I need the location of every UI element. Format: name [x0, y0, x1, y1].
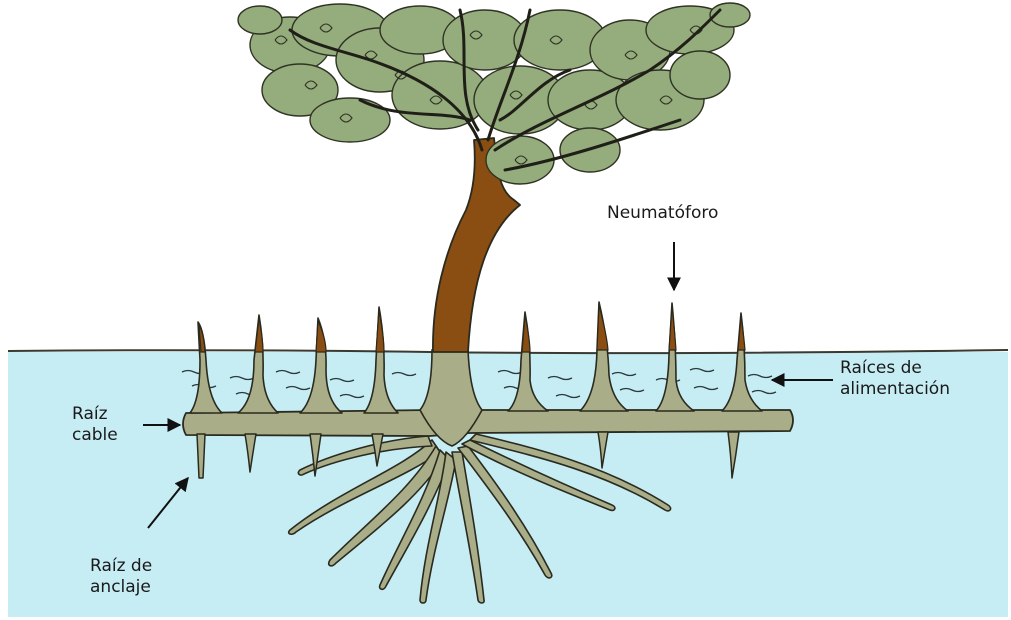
tree-canopy	[238, 3, 750, 184]
label-anchor-root-line2: anclaje	[90, 577, 152, 598]
label-pneumatophore: Neumatóforo	[607, 203, 718, 224]
label-pneumatophore-text: Neumatóforo	[607, 203, 718, 223]
label-feeding-roots-line1: Raíces de	[840, 358, 950, 379]
label-feeding-roots: Raíces de alimentación	[840, 358, 950, 400]
label-feeding-roots-line2: alimentación	[840, 379, 950, 400]
label-cable-root-line1: Raíz	[72, 404, 118, 425]
cable-root	[183, 410, 793, 436]
label-anchor-root: Raíz de anclaje	[90, 556, 152, 598]
label-cable-root-line2: cable	[72, 425, 118, 446]
label-cable-root: Raíz cable	[72, 404, 118, 446]
label-anchor-root-line1: Raíz de	[90, 556, 152, 577]
